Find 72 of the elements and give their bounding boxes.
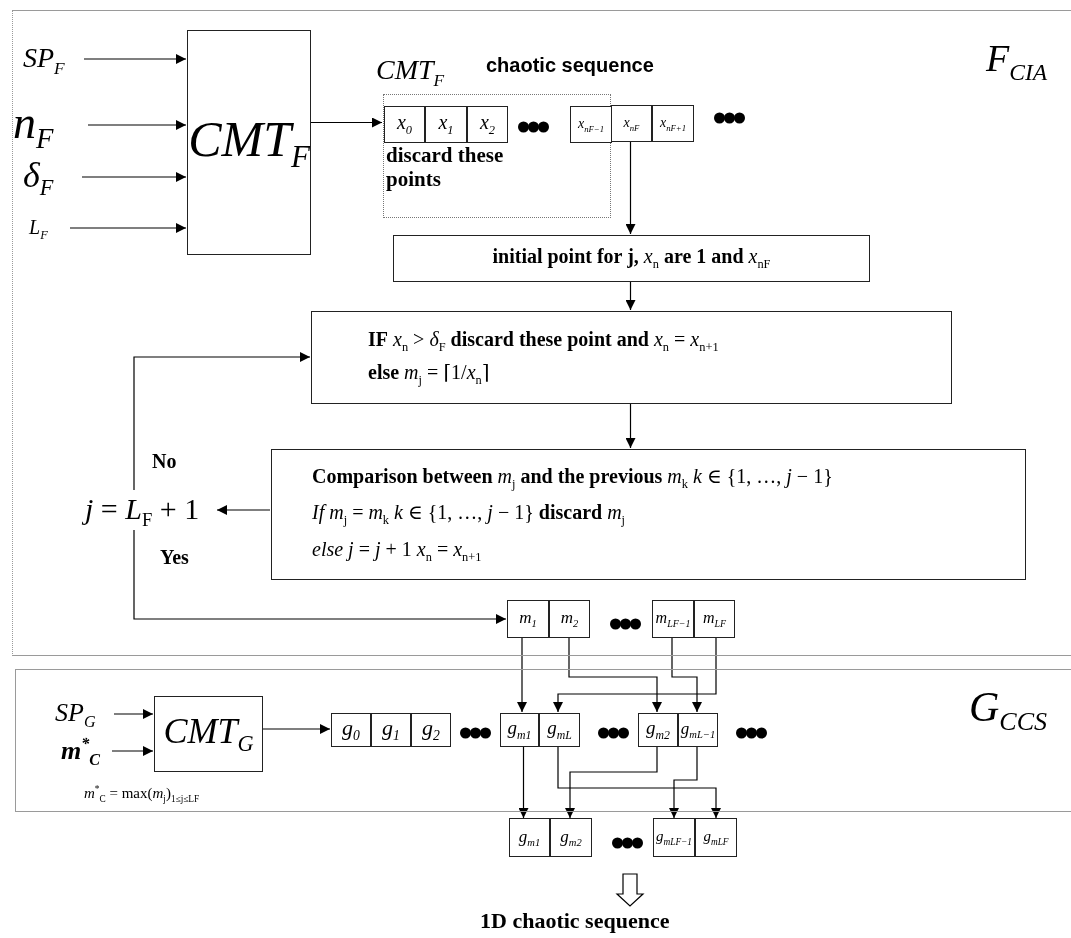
sequence-cell: g$_{mL}$ <box>539 713 580 747</box>
variable-label: L$_{F}$ <box>29 215 71 243</box>
arrow <box>625 402 636 449</box>
sequence-cell: g$_{2}$ <box>411 713 451 747</box>
section-panel <box>15 669 1071 812</box>
box-text: CMT$_{G}$ <box>162 711 255 757</box>
sequence-cell: g$_{mLF−1}$ <box>653 818 695 857</box>
sequence-cell: x$_{0}$ <box>384 106 425 143</box>
sequence-cell: g$_{mL−1}$ <box>678 713 718 747</box>
text-label: chaotic sequence <box>486 54 654 77</box>
text-label: m$^{*}$$_{C}$ = max(m$_{j}$)$_{1≤j≤LF}$ <box>84 784 200 805</box>
arrow <box>216 505 271 515</box>
sequence-cell: x$_{nF−1}$ <box>570 106 612 143</box>
arrow <box>625 280 636 311</box>
sequence-cell: x$_{2}$ <box>467 106 508 143</box>
arrow <box>83 54 187 64</box>
arrow <box>113 709 154 719</box>
section-panel <box>12 10 1071 656</box>
sequence-cell: m$_{LF−1}$ <box>652 600 694 638</box>
process-box <box>187 30 311 255</box>
box-text: discard these points <box>386 143 505 192</box>
arrow <box>133 529 507 624</box>
arrow <box>669 745 698 819</box>
sequence-cell: g$_{m2}$ <box>638 713 678 747</box>
text-label: CMT$_{F}$ <box>376 54 445 91</box>
box-text: initial point for j, x$_{n}$ are 1 and x$_{nF}$ <box>491 245 772 272</box>
arrow <box>81 172 187 182</box>
arrow <box>557 745 721 819</box>
arrow <box>671 636 702 713</box>
process-box <box>311 311 952 404</box>
sequence-cell: x$_{1}$ <box>425 106 467 143</box>
sequence-cell: g$_{m2}$ <box>550 818 592 857</box>
process-box <box>154 696 263 772</box>
sequence-cell: m$_{1}$ <box>507 600 549 638</box>
box-text: CMT$_{F}$ <box>188 110 310 175</box>
arrow <box>111 746 154 756</box>
arrow <box>309 117 383 128</box>
arrow <box>565 745 658 819</box>
arrow <box>518 745 529 819</box>
sequence-cell: g$_{m1}$ <box>500 713 539 747</box>
box-text: If m$_{j}$ = m$_{k}$ k ∈ {1, …, j − 1} discard m$_{j}$ <box>312 501 627 528</box>
sequence-cell: x$_{nF}$ <box>611 105 652 142</box>
arrow <box>625 140 636 235</box>
arrow <box>553 636 717 713</box>
panel-title: G$_{CCS}$ <box>969 683 1048 738</box>
variable-label: SP$_{F}$ <box>23 43 85 77</box>
variable-label: SP$_{G}$ <box>55 699 115 731</box>
box-text: else j = j + 1 x$_{n}$ = x$_{n+1}$ <box>312 537 483 564</box>
sequence-cell: g$_{mLF}$ <box>695 818 737 857</box>
arrow <box>261 724 331 734</box>
dotted-group-box <box>383 94 611 218</box>
process-box <box>271 449 1026 580</box>
output-label: 1D chaotic sequence <box>480 906 720 936</box>
arrow <box>87 120 187 130</box>
panel-title: F$_{CIA}$ <box>986 37 1048 86</box>
sequence-cell: g$_{1}$ <box>371 713 411 747</box>
process-box <box>393 235 870 282</box>
hollow-arrow <box>615 873 645 907</box>
variable-label: δ$_{F}$ <box>23 157 83 199</box>
box-text: else m$_{j}$ = ⌈1/x$_{n}$⌉ <box>368 360 491 387</box>
sequence-cell: x$_{nF+1}$ <box>652 105 694 142</box>
arrow <box>69 223 187 233</box>
arrow <box>568 636 662 713</box>
variable-label: n$_{F}$ <box>13 99 89 153</box>
sequence-cell: m$_{LF}$ <box>694 600 735 638</box>
sequence-cell: g$_{0}$ <box>331 713 371 747</box>
sequence-cell: m$_{2}$ <box>549 600 590 638</box>
arrow <box>517 636 527 713</box>
box-text: Comparison between m$_{j}$ and the previous m$_{k}$ k ∈ {1, …, j − 1} <box>312 465 834 492</box>
sequence-cell: g$_{m1}$ <box>509 818 550 857</box>
box-text: IF x$_{n}$ > δ$_{F}$ discard these point and x$_{n}$ = x$_{n+1}$ <box>368 328 720 355</box>
arrow <box>133 352 311 491</box>
